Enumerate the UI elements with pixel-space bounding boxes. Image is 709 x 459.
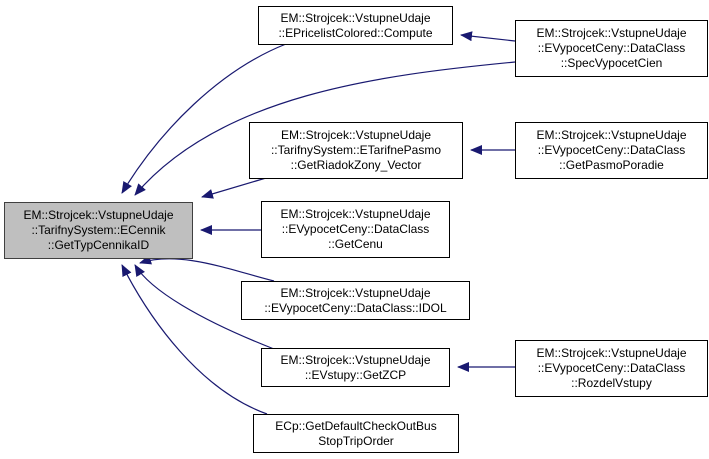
- node-label-line: ::EVypocetCeny::DataClass: [281, 222, 430, 236]
- node-label-line: ECp::GetDefaultCheckOutBus: [275, 418, 437, 433]
- graph-node-pasmo[interactable]: EM::Strojcek::VstupneUdaje::EVypocetCeny…: [515, 122, 708, 179]
- edge-spec-to-compute: [460, 31, 516, 42]
- node-label-line: ::EVypocetCeny::DataClass::IDOL: [264, 300, 447, 315]
- node-label-line: ::GetCenu: [328, 237, 383, 251]
- graph-node-rozdel[interactable]: EM::Strojcek::VstupneUdaje::EVypocetCeny…: [515, 340, 708, 397]
- node-label-line: ::EVypocetCeny::DataClass: [537, 41, 686, 55]
- node-label-line: ::EVypocetCeny::DataClass: [537, 361, 686, 375]
- node-label-line: EM::Strojcek::VstupneUdaje: [536, 346, 687, 360]
- edge-riadok-to-root: [201, 177, 267, 199]
- node-label-line: ::GetPasmoPoradie: [559, 158, 664, 172]
- node-label-line: ::EVstupy::GetZCP: [304, 367, 407, 382]
- node-label-line: ::TarifnySystem::ECennik: [31, 223, 166, 237]
- node-label-line: EM::Strojcek::VstupneUdaje: [280, 10, 431, 25]
- node-label-line: EM::Strojcek::VstupneUdaje: [536, 128, 687, 142]
- node-label-line: ::TarifnySystem::ETarifnePasmo: [270, 143, 442, 157]
- node-label-line: ::GetRiadokZony_Vector: [290, 158, 422, 172]
- graph-node-zcp[interactable]: EM::Strojcek::VstupneUdaje::EVstupy::Get…: [261, 348, 450, 387]
- node-label-line: EM::Strojcek::VstupneUdaje: [23, 208, 174, 222]
- graph-node-root[interactable]: EM::Strojcek::VstupneUdaje::TarifnySyste…: [4, 202, 193, 259]
- edge-ecp-to-root: [121, 264, 268, 415]
- node-label-line: ::EPricelistColored::Compute: [278, 25, 433, 40]
- edge-spec-to-root: [134, 61, 516, 196]
- edge-compute-to-root: [121, 43, 287, 194]
- node-label-line: EM::Strojcek::VstupneUdaje: [280, 352, 431, 367]
- node-label-line: StopTripOrder: [318, 433, 394, 448]
- graph-node-spec[interactable]: EM::Strojcek::VstupneUdaje::EVypocetCeny…: [515, 20, 708, 77]
- node-label-line: ::GetTypCennikaID: [47, 238, 150, 252]
- node-label-line: EM::Strojcek::VstupneUdaje: [280, 207, 431, 221]
- graph-node-idol[interactable]: EM::Strojcek::VstupneUdaje::EVypocetCeny…: [241, 281, 470, 320]
- node-label-line: EM::Strojcek::VstupneUdaje: [536, 26, 687, 40]
- node-label-line: EM::Strojcek::VstupneUdaje: [280, 285, 431, 300]
- graph-node-compute[interactable]: EM::Strojcek::VstupneUdaje::EPricelistCo…: [258, 6, 453, 45]
- edge-idol-to-root: [139, 254, 275, 282]
- node-label-line: ::SpecVypocetCien: [560, 56, 663, 70]
- graph-node-riadok[interactable]: EM::Strojcek::VstupneUdaje::TarifnySyste…: [249, 122, 463, 179]
- node-label-line: EM::Strojcek::VstupneUdaje: [280, 128, 432, 142]
- graph-node-getcenu[interactable]: EM::Strojcek::VstupneUdaje::EVypocetCeny…: [261, 201, 450, 258]
- edge-zcp-to-root: [134, 264, 275, 350]
- node-label-line: ::EVypocetCeny::DataClass: [537, 143, 686, 157]
- node-label-line: ::RozdelVstupy: [571, 376, 652, 390]
